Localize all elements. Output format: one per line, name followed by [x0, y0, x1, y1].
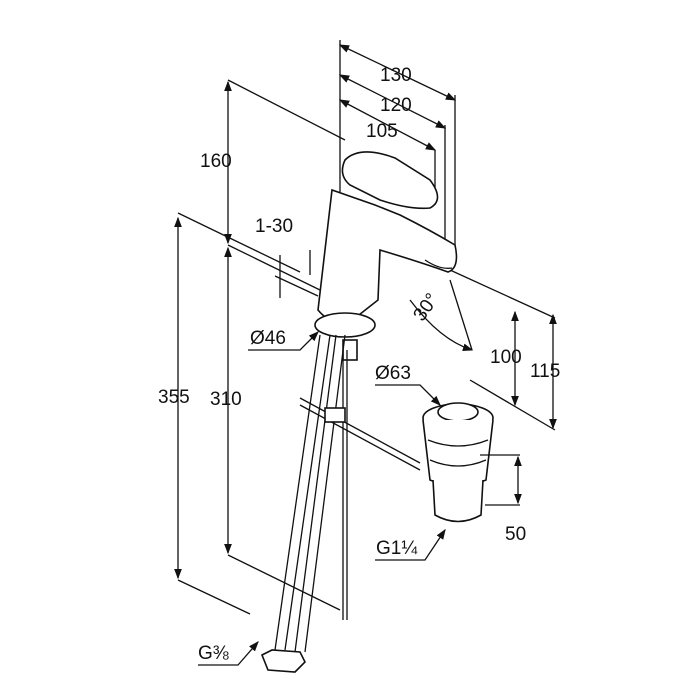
waste-valve: [422, 402, 522, 523]
waste-thread: G1¼: [376, 538, 418, 559]
dim-1-30: 1-30: [255, 216, 294, 237]
faucet: [260, 151, 458, 673]
dim-115: 115: [530, 361, 561, 382]
dim-50: 50: [505, 524, 527, 545]
dim-base-diameter: Ø46: [250, 328, 286, 349]
dim-130: 130: [380, 65, 412, 86]
dim-waste-diameter: Ø63: [375, 363, 411, 384]
dim-310: 310: [210, 389, 242, 410]
dim-120: 120: [380, 95, 412, 116]
supply-thread: G⅜: [198, 643, 229, 664]
dim-160: 160: [200, 151, 232, 172]
width-dimensions: [338, 40, 457, 262]
dim-105: 105: [366, 121, 398, 142]
dim-100-text: 100: [490, 347, 522, 368]
leader-lines: [198, 331, 446, 666]
dim-355: 355: [158, 387, 190, 408]
spout-height-dimensions: [409, 269, 557, 431]
